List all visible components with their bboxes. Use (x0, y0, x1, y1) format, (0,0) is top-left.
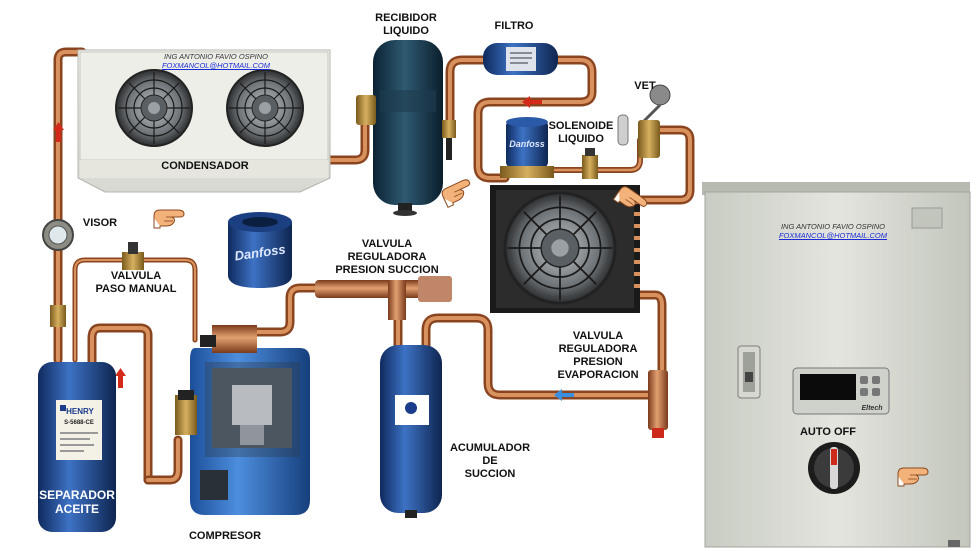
compressor (175, 325, 310, 515)
left-arrow-icon (554, 389, 574, 401)
suction-pressure-regulator (315, 276, 452, 320)
left-arrow-icon (522, 96, 542, 108)
pointing-hand-icon (439, 177, 476, 208)
oil-separator-label: SEPARADOR ACEITE (39, 488, 115, 516)
evaporator-regulator-label: VALVULA REGULADORA PRESION EVAPORACION (557, 330, 639, 381)
separator-brand-label: HENRY (66, 407, 94, 416)
panel-credit: ING ANTONIO FAVIO OSPINO FOXMANCOL@HOTMA… (768, 222, 898, 240)
solenoid-label: SOLENOIDE LIQUIDO (548, 120, 614, 145)
sight-glass (42, 219, 74, 327)
suction-regulator-label: VALVULA REGULADORA PRESION SUCCION (335, 238, 439, 276)
fan-icon (226, 69, 304, 147)
separator-model-label: S-5688-CE (64, 420, 94, 426)
evaporator-unit (490, 185, 640, 313)
sight-glass-label: VISOR (82, 217, 118, 229)
solenoid-coil (228, 212, 292, 288)
controller-brand-label: Eltech (861, 405, 883, 412)
up-arrow-icon (53, 122, 64, 142)
manual-valve-label: VALVULA PASO MANUAL (95, 270, 177, 295)
oil-separator (38, 362, 116, 532)
credit-email[interactable]: FOXMANCOL@HOTMAIL.COM (161, 61, 271, 70)
accumulator-label: ACUMULADOR DE SUCCION (449, 442, 531, 480)
filter-drier (483, 43, 558, 75)
fan-icon (503, 191, 617, 305)
suction-accumulator (380, 345, 442, 518)
filter-label: FILTRO (494, 20, 534, 32)
up-arrow-icon (115, 368, 126, 388)
liquid-solenoid-valve (500, 117, 598, 179)
credit-name: ING ANTONIO FAVIO OSPINO (163, 52, 269, 61)
fan-icon (115, 69, 193, 147)
pointing-hand-icon (153, 209, 185, 229)
condenser-credit: ING ANTONIO FAVIO OSPINO FOXMANCOL@HOTMA… (152, 52, 280, 70)
manual-shutoff-valve (122, 242, 144, 270)
receiver-label: RECIBIDOR LIQUIDO (375, 12, 437, 37)
condenser-unit (77, 49, 331, 193)
condenser-label: CONDENSADOR (161, 160, 249, 172)
auto-off-label: AUTO OFF (799, 426, 856, 438)
expansion-valve (617, 84, 671, 158)
liquid-receiver (356, 40, 456, 216)
credit-email[interactable]: FOXMANCOL@HOTMAIL.COM (778, 231, 888, 240)
selector-switch[interactable] (808, 442, 860, 494)
compressor-label: COMPRESOR (188, 530, 262, 542)
temperature-controller[interactable] (792, 367, 890, 415)
credit-name: ING ANTONIO FAVIO OSPINO (780, 222, 886, 231)
solenoid-brand-label: Danfoss (509, 139, 545, 149)
vet-label: VET (634, 80, 656, 92)
evaporator-pressure-regulator (648, 370, 668, 438)
